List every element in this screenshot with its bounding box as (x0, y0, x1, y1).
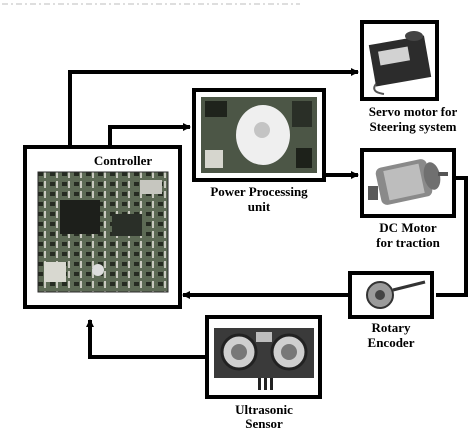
dc-motor-label-line2: for traction (376, 235, 440, 250)
encoder-label-line2: Encoder (367, 335, 415, 350)
servo-motor-block (360, 20, 439, 101)
servo-label-line2: Steering system (369, 119, 457, 134)
arrow-ultrasonic-to-controller (86, 319, 205, 359)
dc-motor-label-line1: DC Motor (379, 220, 437, 235)
controller-board-image (37, 171, 169, 293)
ultrasonic-sensor-image (214, 328, 314, 390)
ultrasonic-label-line1: Ultrasonic (235, 402, 293, 417)
power-board-image (201, 97, 317, 173)
ultrasonic-sensor-block (205, 315, 322, 399)
servo-motor-image (368, 31, 432, 95)
dc-motor-image (368, 159, 448, 205)
power-processing-label-line2: unit (247, 199, 271, 214)
power-processing-block (192, 88, 326, 182)
arrow-controller-to-power-unit (108, 123, 191, 146)
rotary-encoder-block (348, 271, 434, 319)
encoder-label-line1: Rotary (371, 320, 411, 335)
servo-label-line1: Servo motor for (368, 104, 458, 119)
arrow-controller-to-servo (68, 68, 359, 146)
power-processing-label-line1: Power Processing (210, 184, 308, 199)
controller-label: Controller (93, 153, 153, 168)
dc-motor-block (360, 148, 456, 218)
controller-block (23, 145, 182, 309)
line-dc-motor-to-encoder (436, 176, 468, 297)
rotary-encoder-image (366, 280, 426, 309)
ultrasonic-label-line2: Sensor (245, 416, 283, 431)
